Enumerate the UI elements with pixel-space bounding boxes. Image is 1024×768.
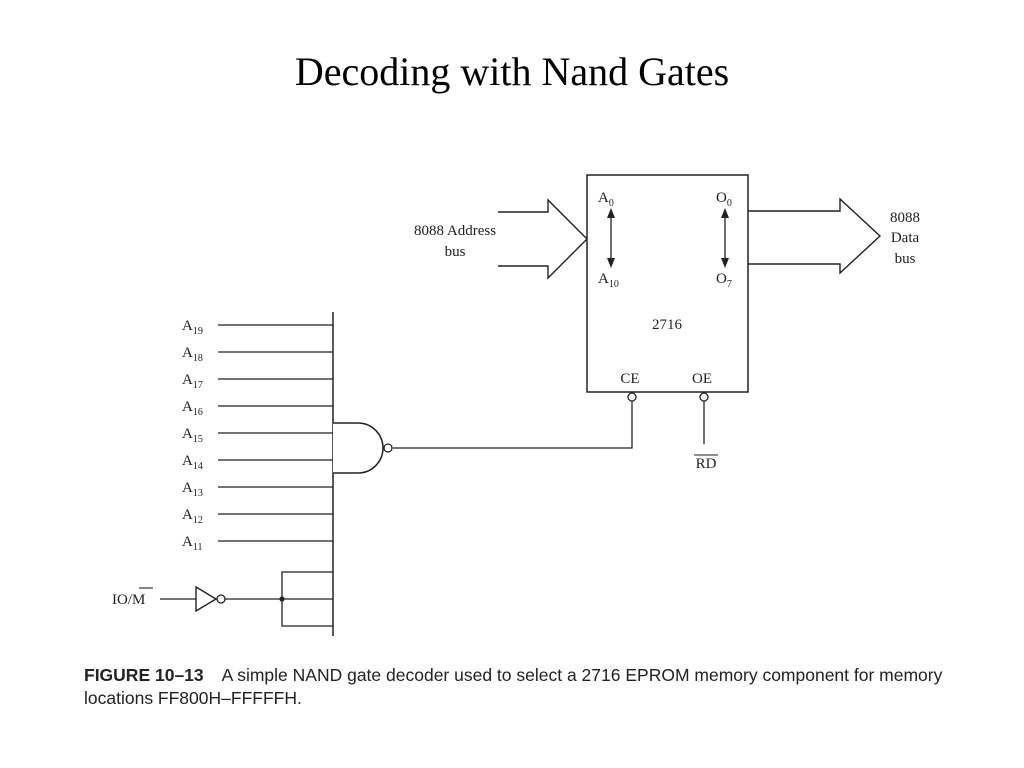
pin-ce-label: CE: [620, 371, 639, 387]
inverter-output-bubble: [216, 594, 226, 604]
address-label-a17: A17: [182, 372, 203, 391]
pin-o0-label: O0: [716, 190, 732, 209]
address-input-wires: [218, 324, 333, 542]
eprom-2716-chip: [586, 174, 749, 393]
address-bus-label-line1: 8088 Address: [414, 223, 496, 239]
data-bus-label-line1: 8088: [890, 210, 920, 226]
figure-label: FIGURE 10–13: [84, 665, 204, 685]
oe-inversion-bubble: [699, 392, 709, 402]
pin-o7-label: O7: [716, 271, 732, 290]
address-label-a19: A19: [182, 318, 203, 337]
ce-inversion-bubble: [627, 392, 637, 402]
data-bus-label-line2: Data: [891, 230, 920, 246]
address-label-a15: A15: [182, 426, 203, 445]
address-label-a18: A18: [182, 345, 203, 364]
address-bus-label-line2: bus: [445, 244, 466, 260]
address-label-a13: A13: [182, 480, 203, 499]
io-m-fanout: [225, 571, 333, 627]
address-label-a14: A14: [182, 453, 203, 472]
address-bus-arrow: [498, 198, 588, 280]
ce-select-wire: [393, 401, 633, 449]
address-label-a12: A12: [182, 507, 203, 526]
address-label-a11: A11: [182, 534, 202, 553]
address-label-a16: A16: [182, 399, 203, 418]
data-bus-label-line3: bus: [895, 251, 916, 267]
address-input-labels: A19 A18 A17 A16 A15 A14 A13 A12 A11: [182, 318, 203, 553]
pin-a0-label: A0: [598, 190, 614, 209]
pin-oe-label: OE: [692, 371, 712, 387]
slide-title: Decoding with Nand Gates: [294, 49, 730, 94]
pin-a10-label: A10: [598, 271, 619, 290]
chip-part-number: 2716: [652, 317, 683, 333]
junction-dot: [279, 596, 285, 602]
nand-output-bubble: [383, 443, 393, 453]
data-bus-arrow: [748, 197, 882, 275]
rd-label: RD: [696, 456, 717, 472]
figure-caption-text: A simple NAND gate decoder used to selec…: [84, 665, 943, 708]
output-range-arrow: [721, 208, 729, 268]
nand-gate: [333, 422, 384, 474]
inverter-gate: [195, 585, 218, 613]
address-range-arrow: [607, 208, 615, 268]
io-m-label: IO/M: [112, 592, 145, 608]
